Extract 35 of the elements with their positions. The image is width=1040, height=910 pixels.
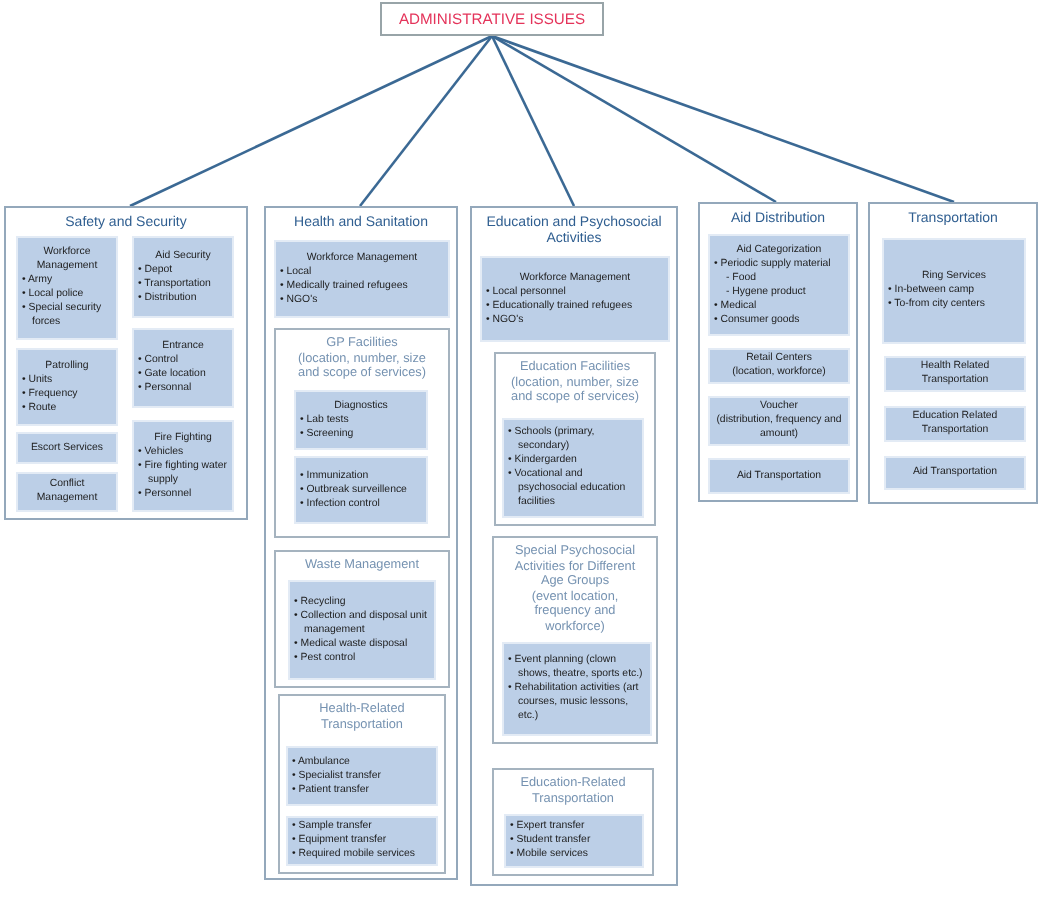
category-panel bbox=[868, 202, 1038, 504]
topic-box bbox=[132, 236, 234, 318]
subcategory-panel bbox=[274, 550, 450, 688]
category-panel bbox=[264, 206, 458, 880]
connector-line bbox=[358, 35, 494, 207]
topic-box bbox=[504, 814, 644, 868]
topic-box bbox=[882, 238, 1026, 344]
topic-box bbox=[16, 348, 118, 426]
subcategory-panel bbox=[274, 328, 450, 538]
category-panel bbox=[698, 202, 858, 502]
subcategory-panel bbox=[494, 352, 656, 526]
topic-box bbox=[294, 390, 428, 450]
topic-box bbox=[708, 234, 850, 336]
topic-box bbox=[274, 240, 450, 318]
topic-box bbox=[294, 456, 428, 524]
subcategory-panel bbox=[278, 694, 446, 874]
category-panel bbox=[4, 206, 248, 520]
connector-line bbox=[491, 34, 955, 204]
topic-box bbox=[480, 256, 670, 342]
subcategory-panel bbox=[492, 768, 654, 876]
connector-line bbox=[490, 35, 576, 207]
topic-box bbox=[286, 746, 438, 806]
topic-box bbox=[708, 396, 850, 446]
topic-box bbox=[132, 420, 234, 512]
subcategory-panel bbox=[492, 536, 658, 744]
connector-line bbox=[491, 34, 777, 204]
connector-line bbox=[129, 34, 493, 208]
topic-box bbox=[708, 348, 850, 384]
category-panel bbox=[470, 206, 678, 886]
topic-box bbox=[288, 580, 436, 680]
topic-box bbox=[502, 418, 644, 518]
topic-box bbox=[502, 642, 652, 736]
topic-box bbox=[132, 328, 234, 408]
topic-box bbox=[286, 816, 438, 866]
topic-box bbox=[16, 236, 118, 340]
